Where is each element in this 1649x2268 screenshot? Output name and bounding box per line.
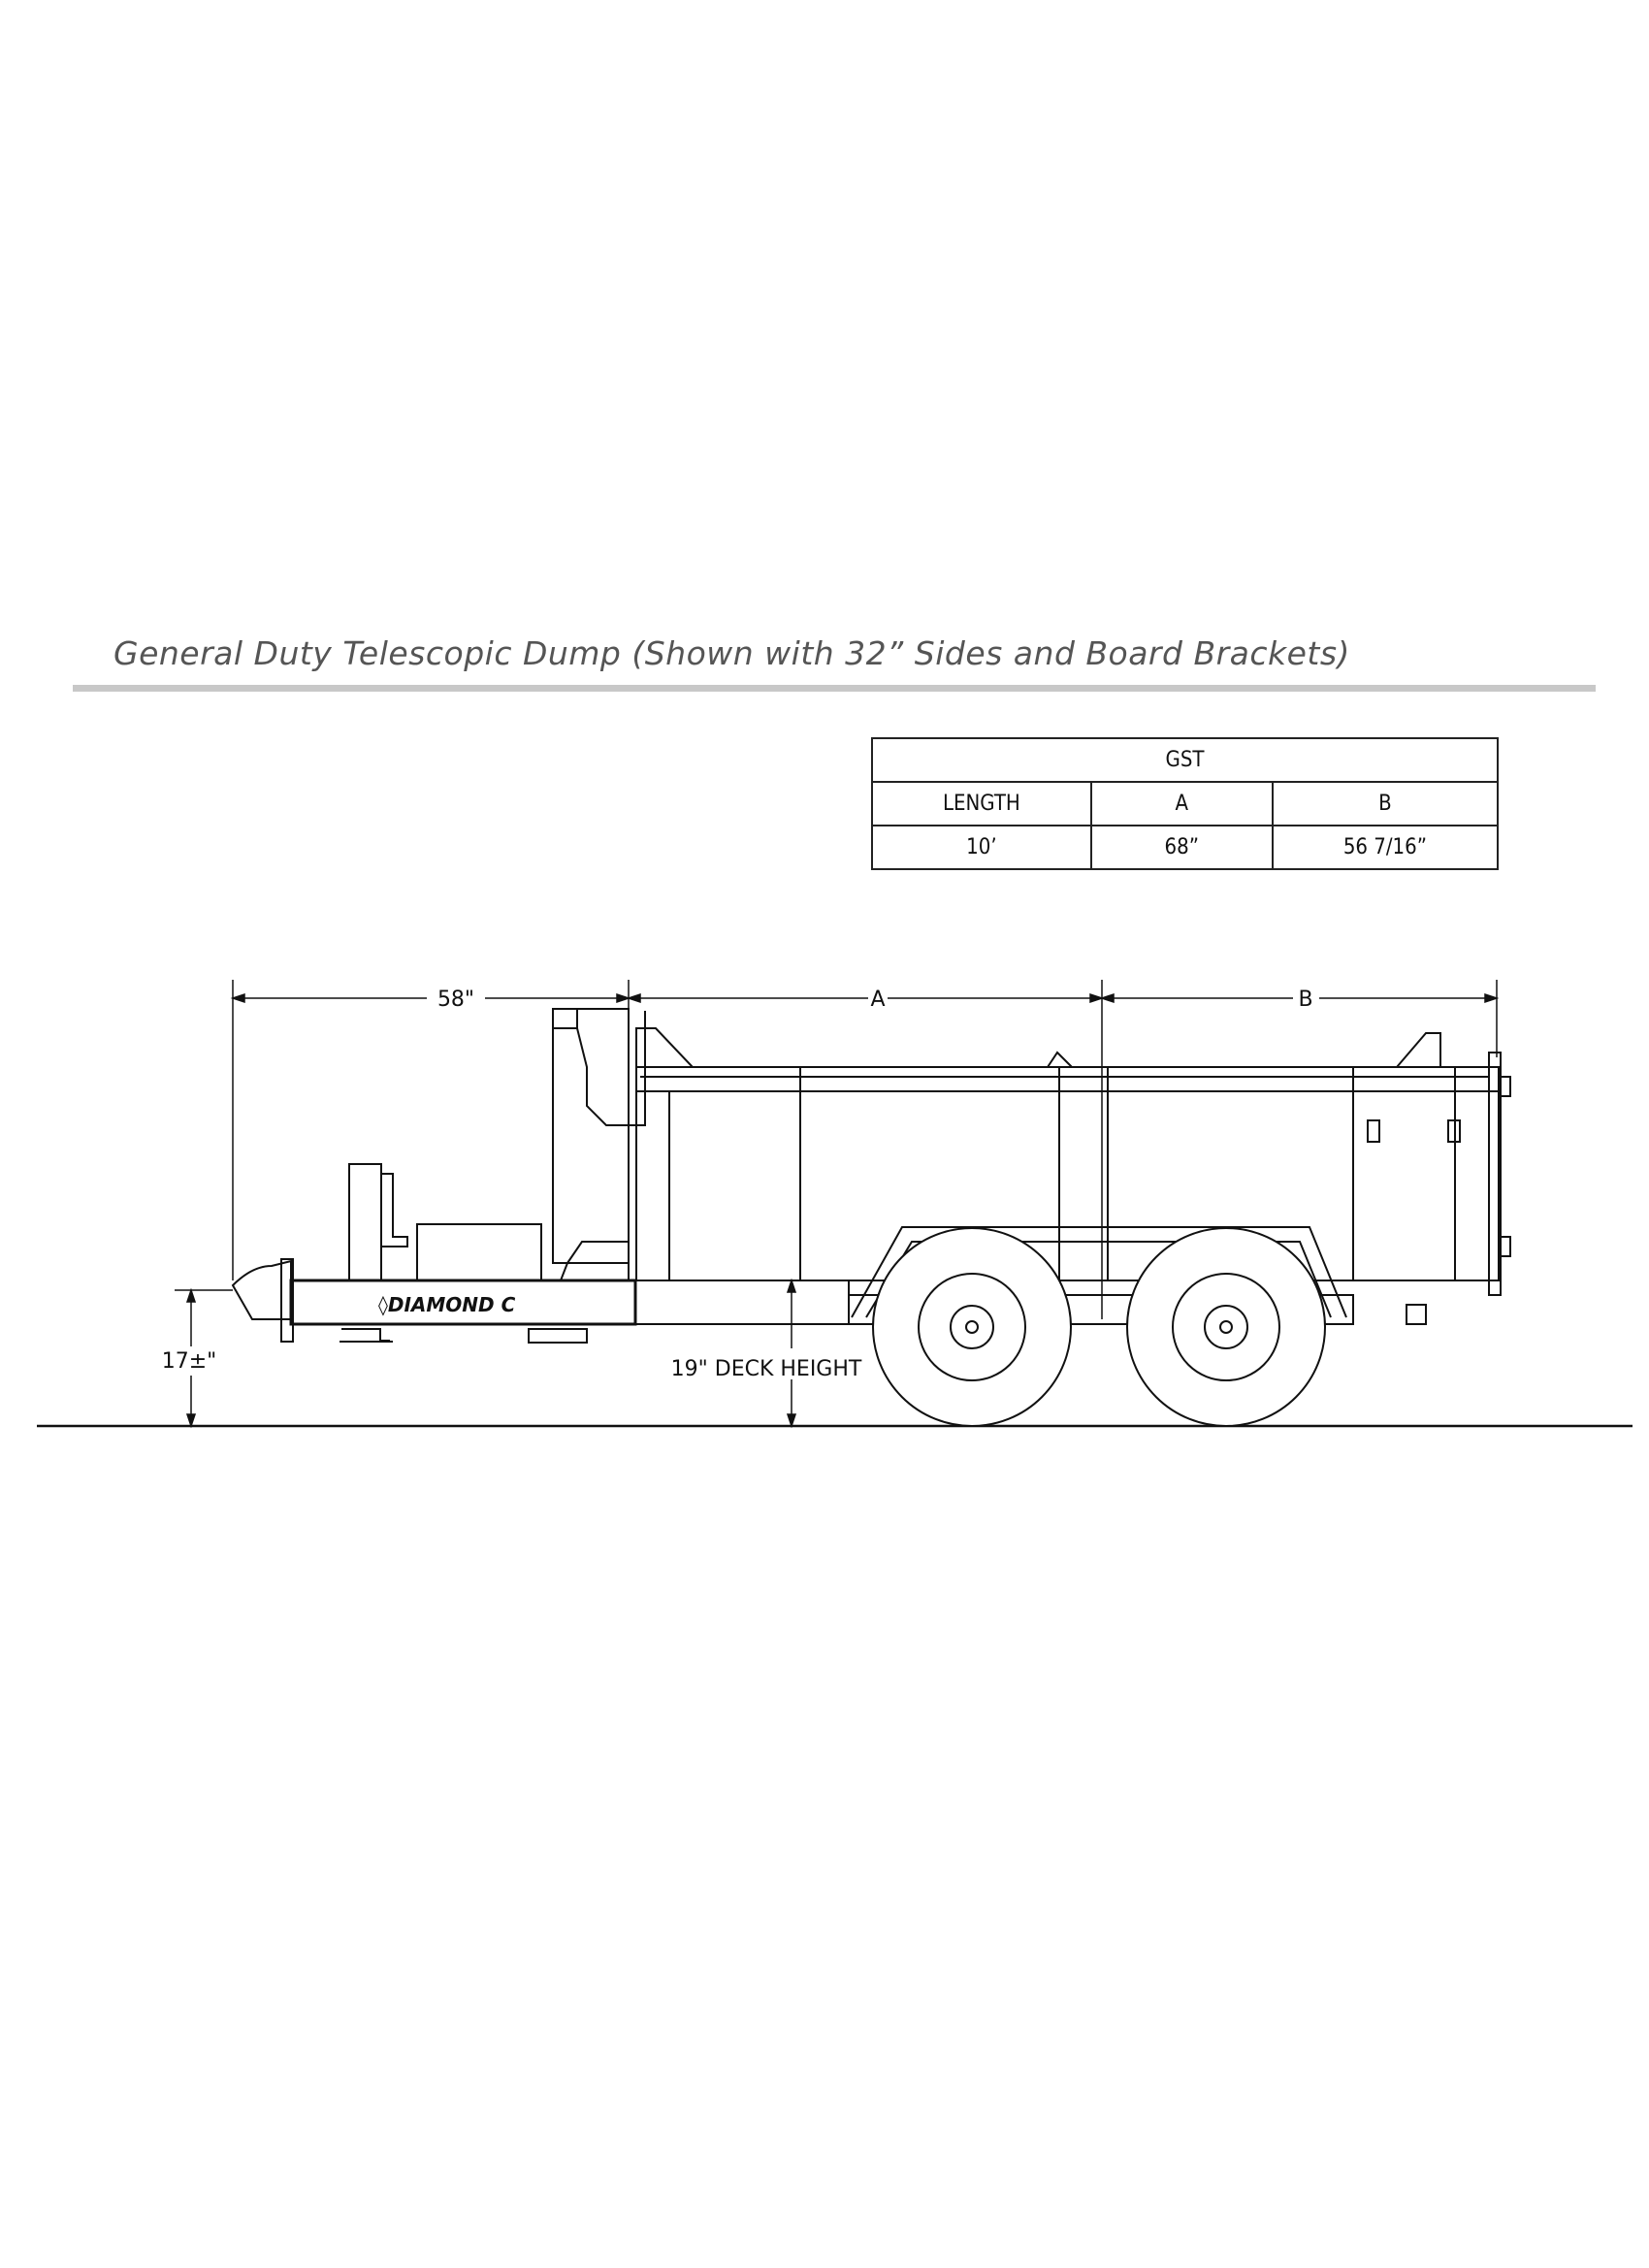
wheel-rear — [1126, 1227, 1326, 1427]
trailer-frame — [231, 1163, 1427, 1344]
hydraulic-post — [552, 1008, 646, 1281]
table-row: 10’ 68” 56 7/16” — [871, 825, 1500, 870]
table-row: GST — [871, 737, 1499, 783]
table-header-row: LENGTH A B — [871, 781, 1500, 826]
a-dimension-label: A — [870, 988, 885, 1012]
header-length: LENGTH — [871, 781, 1092, 826]
dimension-lines — [175, 980, 1500, 1429]
diamond-c-logo: ◊DIAMOND C — [378, 1293, 516, 1316]
dump-box — [635, 1027, 1511, 1296]
header-b: B — [1271, 781, 1500, 826]
cell-b: 56 7/16” — [1271, 825, 1500, 870]
cell-length: 10’ — [871, 825, 1092, 870]
wheel-front — [872, 1227, 1072, 1427]
tongue-dimension-label: 58" — [437, 988, 474, 1012]
drawing-title: General Duty Telescopic Dump (Shown with… — [113, 634, 1350, 672]
b-dimension-label: B — [1298, 988, 1312, 1012]
header-a: A — [1089, 781, 1274, 826]
deck-height-label: 19" DECK HEIGHT — [671, 1357, 862, 1381]
title-divider — [73, 685, 1596, 692]
model-cell: GST — [871, 737, 1499, 783]
cell-a: 68” — [1089, 825, 1274, 870]
spec-table: GST LENGTH A B 10’ 68” 56 7/16” — [871, 737, 1500, 870]
coupler-height-label: 17±" — [162, 1349, 217, 1374]
